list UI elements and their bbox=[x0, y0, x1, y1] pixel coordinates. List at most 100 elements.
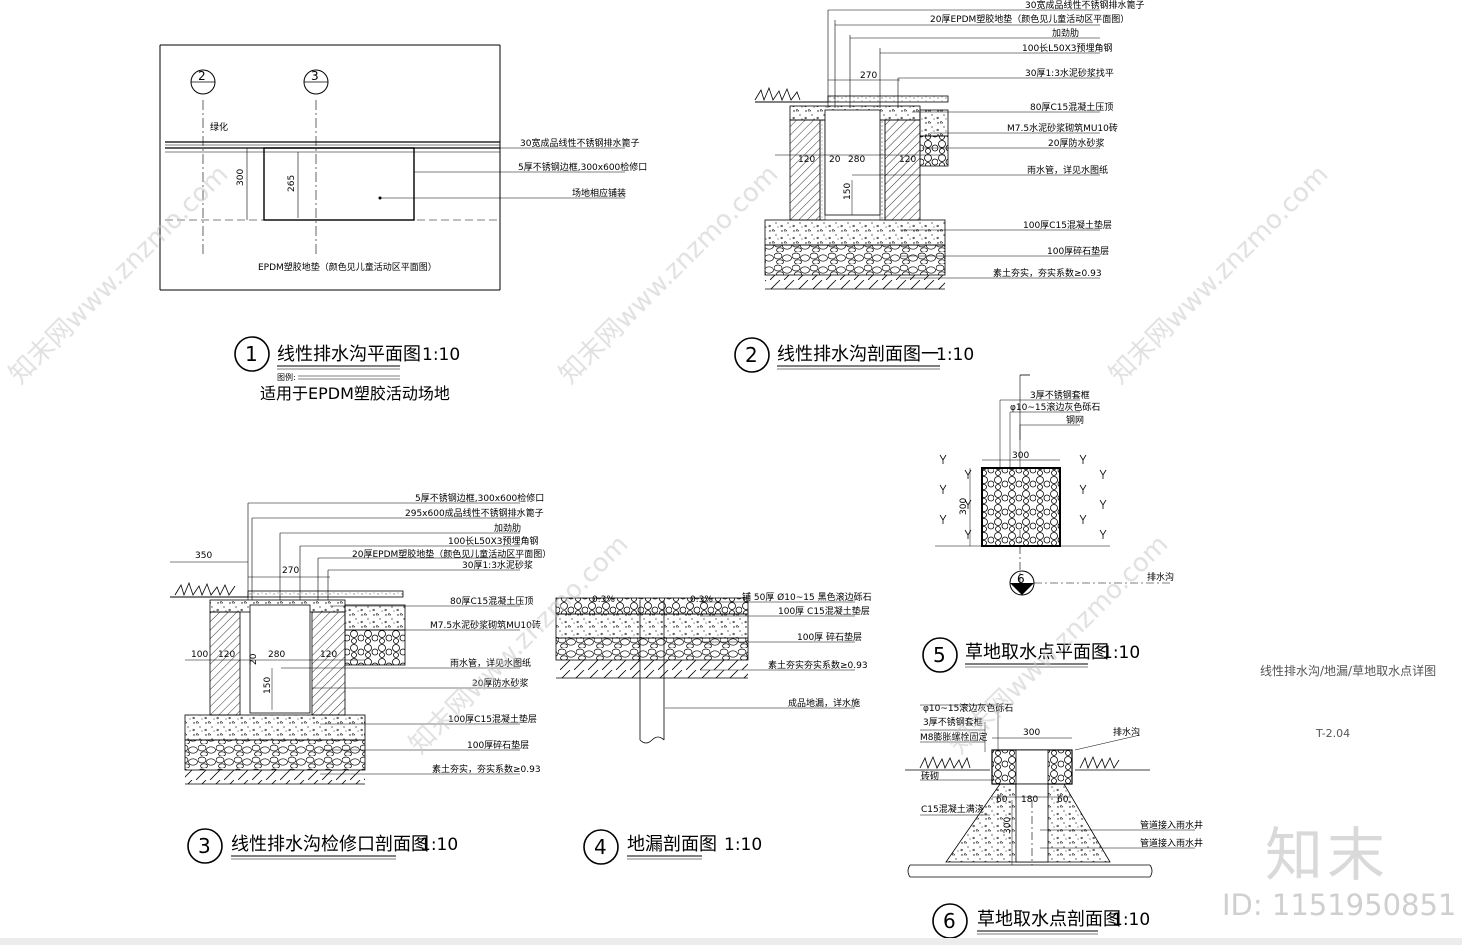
label-greenery: 绿化 bbox=[210, 121, 228, 133]
watermark-text-3: 知末网www.znzmo.com bbox=[1104, 159, 1335, 390]
s3-dim-150: 150 bbox=[263, 677, 273, 694]
detail-5-scale: 1:10 bbox=[1102, 643, 1140, 663]
s4-label-4: 素土夯实夯实系数≥0.93 bbox=[768, 659, 868, 671]
s2-dim-20: 20 bbox=[829, 155, 841, 165]
detail-2-section: 30宽成品线性不锈钢排水篦子 20厚EPDM塑胶地垫（颜色见儿童活动区平面图） … bbox=[754, 0, 1144, 290]
s5-dim-300b: 300 bbox=[959, 498, 969, 515]
s3-label-11: 100厚C15混凝土垫层 bbox=[448, 713, 537, 725]
marker-2: 2 bbox=[198, 69, 206, 83]
detail-1-title: 1 线性排水沟平面图 1:10 图例: 适用于EPDM塑胶活动场地 bbox=[234, 336, 460, 403]
dim-300: 300 bbox=[236, 169, 246, 186]
s6-label-3: M8膨胀螺栓固定 bbox=[920, 731, 988, 743]
detail-5-number: 5 bbox=[933, 643, 946, 667]
s2-label-8: 20厚防水砂浆 bbox=[1048, 137, 1104, 149]
s3-dim-20: 20 bbox=[249, 653, 259, 665]
sheet-number: T-2.04 bbox=[1316, 727, 1351, 740]
detail-4-number: 4 bbox=[594, 835, 607, 859]
dim-265: 265 bbox=[287, 175, 297, 192]
s2-label-1: 30宽成品线性不锈钢排水篦子 bbox=[1025, 0, 1144, 11]
s2-label-3: 加劲肋 bbox=[1052, 27, 1079, 39]
s3-label-5: 20厚EPDM塑胶地垫（颜色见儿童活动区平面图） bbox=[352, 548, 551, 560]
s6-label-1: φ10~15滚边灰色砾石 bbox=[923, 702, 1013, 714]
label-drain-grate: 30宽成品线性不锈钢排水篦子 bbox=[520, 137, 639, 149]
marker-6: 6 bbox=[1017, 572, 1025, 586]
s2-label-4: 100长L50X3预埋角钢 bbox=[1022, 42, 1113, 54]
s5-label-4: 排水沟 bbox=[1147, 571, 1174, 583]
s5-label-1: 3厚不锈钢套框 bbox=[1030, 389, 1090, 401]
s6-label-7: 管道接入雨水井 bbox=[1140, 819, 1203, 831]
s2-dim-120b: 120 bbox=[899, 155, 916, 165]
s2-label-12: 素土夯实，夯实系数≥0.93 bbox=[993, 267, 1102, 279]
s3-label-8: M7.5水泥砂浆砌筑MU10砖 bbox=[430, 619, 541, 631]
s2-label-6: 80厚C15混凝土压顶 bbox=[1030, 101, 1113, 113]
s6-dim-300: 300 bbox=[1023, 728, 1040, 738]
detail-6-title: 6 草地取水点剖面图 1:10 bbox=[932, 903, 1150, 939]
watermark-text-1: 知末网www.znzmo.com bbox=[4, 159, 235, 390]
s6-label-2: 3厚不锈钢套框 bbox=[923, 716, 983, 728]
detail-3-section: 5厚不锈钢边框,300x600检修口 295x600成品线性不锈钢排水篦子 加劲… bbox=[170, 492, 551, 785]
detail-6-scale: 1:10 bbox=[1112, 910, 1150, 930]
s2-dim-270: 270 bbox=[860, 71, 877, 81]
detail-1-number: 1 bbox=[245, 342, 258, 366]
detail-5-title: 5 草地取水点平面图 1:10 bbox=[922, 637, 1140, 673]
detail-6-number: 6 bbox=[943, 909, 956, 933]
detail-2-title: 2 线性排水沟剖面图一 1:10 bbox=[734, 337, 974, 373]
s3-label-1: 5厚不锈钢边框,300x600检修口 bbox=[415, 492, 544, 504]
detail-3-number: 3 bbox=[198, 834, 211, 858]
s6-label-5: 砖砌 bbox=[921, 770, 939, 782]
s6-label-8: 管道接入雨水井 bbox=[1140, 837, 1203, 849]
label-site-paving: 场地相应铺装 bbox=[572, 187, 626, 199]
s2-label-5: 30厚1:3水泥砂浆找平 bbox=[1025, 67, 1114, 79]
s2-label-11: 100厚碎石垫层 bbox=[1047, 245, 1109, 257]
s3-label-12: 100厚碎石垫层 bbox=[467, 739, 529, 751]
s6-dim-60b: 60 bbox=[1057, 795, 1069, 805]
s4-label-5: 成品地漏，详水施 bbox=[788, 697, 860, 709]
detail-1-scale: 1:10 bbox=[422, 345, 460, 365]
s3-label-4: 100长L50X3预埋角钢 bbox=[448, 535, 539, 547]
s3-dim-280: 280 bbox=[268, 650, 285, 660]
detail-6-section: φ10~15滚边灰色砾石 3厚不锈钢套框 M8膨胀螺栓固定 300 排水沟 砖砌… bbox=[905, 702, 1203, 878]
detail-1-title-text: 线性排水沟平面图 bbox=[277, 344, 421, 365]
s2-dim-120a: 120 bbox=[798, 155, 815, 165]
s6-dim-180: 180 bbox=[1021, 795, 1038, 805]
s6-dim-60a: 60 bbox=[996, 795, 1008, 805]
detail-3-scale: 1:10 bbox=[420, 835, 458, 855]
bottom-bar bbox=[0, 938, 1462, 945]
detail-3-title: 3 线性排水沟检修口剖面图 1:10 bbox=[187, 828, 458, 864]
s2-label-10: 100厚C15混凝土垫层 bbox=[1023, 219, 1112, 231]
s3-label-13: 素土夯实，夯实系数≥0.93 bbox=[432, 763, 541, 775]
s3-label-6: 30厚1:3水泥砂浆 bbox=[462, 559, 533, 571]
s2-label-7: M7.5水泥砂浆砌筑MU10砖 bbox=[1007, 122, 1118, 134]
s3-label-2: 295x600成品线性不锈钢排水篦子 bbox=[405, 507, 544, 519]
detail-1-subtitle: 适用于EPDM塑胶活动场地 bbox=[260, 384, 450, 403]
label-epdm: EPDM塑胶地垫（颜色见儿童活动区平面图） bbox=[258, 261, 437, 273]
s2-label-9: 雨水管，详见水图纸 bbox=[1027, 164, 1108, 176]
s2-label-2: 20厚EPDM塑胶地垫（颜色见儿童活动区平面图） bbox=[930, 13, 1129, 25]
detail-4-title: 4 地漏剖面图 1:10 bbox=[583, 829, 762, 865]
s2-dim-280: 280 bbox=[848, 155, 865, 165]
detail-2-scale: 1:10 bbox=[936, 345, 974, 365]
s4-slope-right: 0.3% bbox=[690, 595, 713, 605]
s4-slope-left: 0.3% bbox=[592, 595, 615, 605]
s5-dim-300a: 300 bbox=[1012, 451, 1029, 461]
grass-marks bbox=[939, 454, 1107, 539]
s3-label-9: 雨水管，详见水图纸 bbox=[450, 657, 531, 669]
detail-6-title-text: 草地取水点剖面图 bbox=[977, 909, 1121, 930]
s6-label-6: C15混凝土满浇 bbox=[921, 803, 984, 815]
s3-dim-270: 270 bbox=[282, 566, 299, 576]
detail-2-number: 2 bbox=[745, 343, 758, 367]
sheet-title: 线性排水沟/地漏/草地取水点详图 bbox=[1260, 664, 1437, 678]
s5-label-2: φ10~15滚边灰色砾石 bbox=[1010, 401, 1100, 413]
s3-label-3: 加劲肋 bbox=[494, 522, 521, 534]
detail-5-title-text: 草地取水点平面图 bbox=[965, 642, 1109, 663]
watermark-logo: 知末 bbox=[1265, 821, 1390, 889]
detail-1-legend-note: 图例: bbox=[277, 372, 296, 382]
s3-dim-120a: 120 bbox=[218, 650, 235, 660]
detail-1-plan: 2 3 300 265 绿化 30宽成品线性不锈钢排水篦子 5厚不锈钢边框,30… bbox=[159, 44, 647, 291]
detail-5-plan: 3厚不锈钢套框 φ10~15滚边灰色砾石 钢网 300 300 6 排水沟 bbox=[935, 374, 1174, 596]
s6-label-4: 排水沟 bbox=[1113, 726, 1140, 738]
s3-dim-350: 350 bbox=[195, 551, 212, 561]
detail-3-title-text: 线性排水沟检修口剖面图 bbox=[231, 834, 429, 855]
detail-4-section: 0.3% 0.3% 铺 50厚 Ø10~15 黑色滚边砾石 100厚 C15混凝… bbox=[555, 591, 872, 744]
detail-4-title-text: 地漏剖面图 bbox=[627, 834, 717, 855]
